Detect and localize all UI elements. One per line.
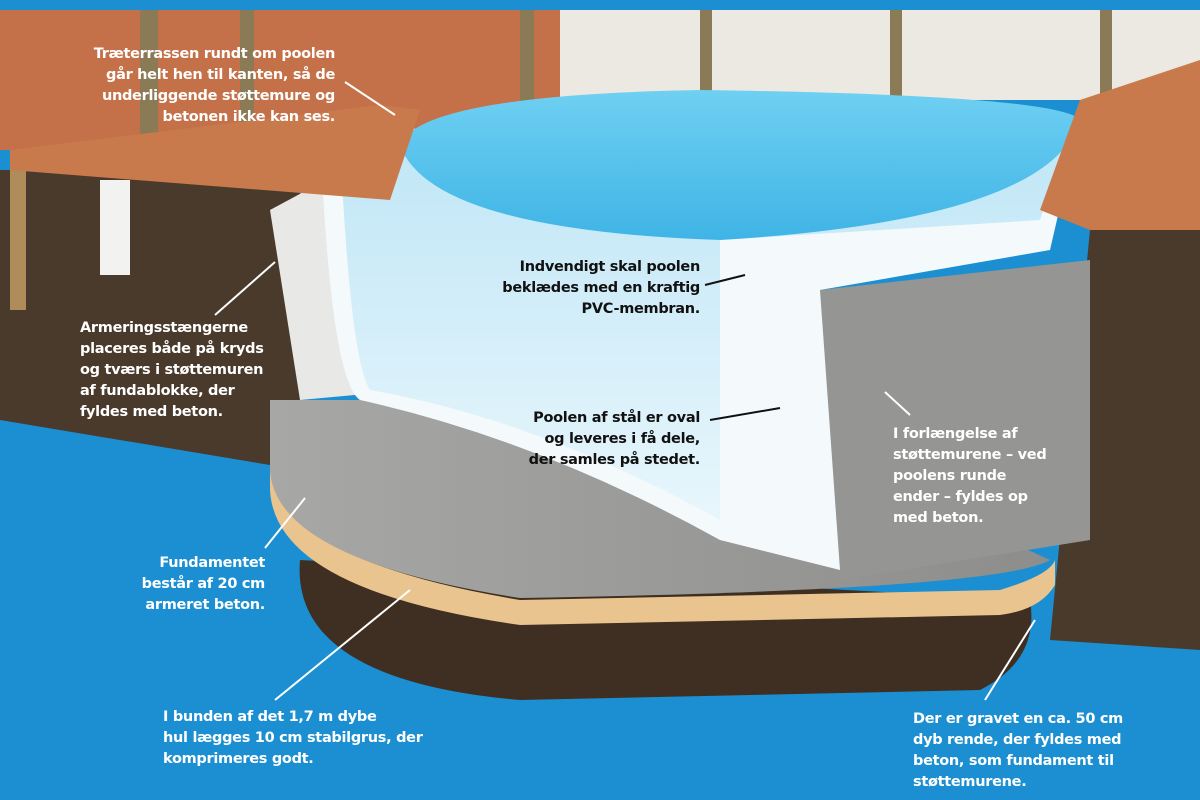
label-line: I forlængelse af [893, 426, 1018, 442]
label-line: underliggende støttemure og [101, 88, 335, 104]
label-line: Poolen af stål er oval [533, 410, 700, 426]
label-foundation: Fundamentet består af 20 cm armeret beto… [141, 553, 266, 616]
label-line: armeret beton. [145, 597, 265, 613]
label-line: ender – fyldes op [893, 489, 1028, 505]
label-line: støttemurene. [913, 774, 1027, 790]
label-gravel: I bunden af det 1,7 m dybe hul lægges 10… [163, 707, 423, 770]
post-footing [100, 180, 130, 275]
label-trench: Der er gravet en ca. 50 cm dyb rende, de… [913, 709, 1123, 793]
label-line: dyb rende, der fyldes med [913, 732, 1122, 748]
label-membrane: Indvendigt skal poolen beklædes med en k… [502, 257, 700, 320]
label-line: går helt hen til kanten, så de [106, 67, 335, 83]
back-wall [560, 10, 1200, 100]
label-line: der samles på stedet. [528, 452, 701, 468]
label-line: af fundablokke, der [80, 383, 235, 399]
pool-membrane [340, 125, 1070, 520]
pool-water [400, 90, 1080, 240]
label-line: og leveres i få dele, [544, 431, 700, 447]
label-line: fyldes med beton. [80, 404, 223, 420]
deck-post [10, 170, 26, 310]
label-round-ends: I forlængelse af støttemurene – ved pool… [893, 424, 1047, 529]
label-line: og tværs i støttemuren [80, 362, 264, 378]
label-line: betonen ikke kan ses. [162, 109, 336, 125]
label-line: poolens runde [893, 468, 1007, 484]
wall-posts [140, 10, 1112, 150]
soil-left [0, 170, 300, 470]
label-steel-pool: Poolen af stål er oval og leveres i få d… [528, 408, 701, 471]
label-line: PVC-membran. [581, 301, 701, 317]
label-line: Indvendigt skal poolen [519, 259, 701, 275]
label-line: Der er gravet en ca. 50 cm [913, 711, 1123, 727]
label-line: komprimeres godt. [163, 751, 314, 767]
label-line: beton, som fundament til [913, 753, 1114, 769]
gravel-layer [270, 470, 1055, 625]
label-line: beklædes med en kraftig [502, 280, 700, 296]
label-line: placeres både på kryds [80, 341, 264, 357]
label-deck: Træterrassen rundt om poolen går helt he… [93, 44, 336, 128]
label-rebar: Armeringsstængerne placeres både på kryd… [80, 318, 264, 423]
label-line: Fundamentet [159, 555, 265, 571]
label-line: støttemurene – ved [893, 447, 1047, 463]
label-line: består af 20 cm [141, 576, 266, 592]
deck-right [1040, 60, 1200, 230]
dark-arrows [704, 274, 781, 421]
deck-left [10, 105, 420, 200]
label-line: Træterrassen rundt om poolen [93, 46, 336, 62]
concrete-fill [820, 260, 1090, 580]
label-line: hul lægges 10 cm stabilgrus, der [163, 730, 423, 746]
label-line: med beton. [893, 510, 984, 526]
label-line: Armeringsstængerne [80, 320, 248, 336]
top-strip [0, 0, 1200, 10]
label-line: I bunden af det 1,7 m dybe [163, 709, 377, 725]
